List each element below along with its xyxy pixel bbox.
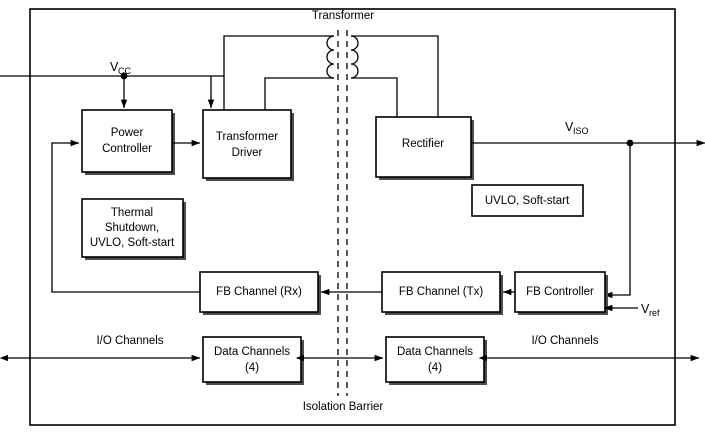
rectifier-label: Rectifier xyxy=(402,138,444,150)
uvlo-soft-start-block[interactable]: UVLO, Soft-start xyxy=(471,184,584,217)
transformer-primary-coils xyxy=(326,35,335,79)
transformer-secondary-coils xyxy=(350,35,359,79)
vcc-label: V CC xyxy=(110,60,131,76)
uvlo-soft-start-box[interactable] xyxy=(471,184,584,217)
thermal-shutdown-label-line3: UVLO, Soft-start xyxy=(90,237,175,249)
power-controller-block[interactable]: Power Controller xyxy=(81,109,175,175)
power-controller-box[interactable] xyxy=(81,109,173,173)
power-controller-label-line1: Power xyxy=(111,127,144,139)
wire-fb-rx-to-power-controller xyxy=(51,139,200,293)
thermal-shutdown-block[interactable]: Thermal Shutdown, UVLO, Soft-start xyxy=(81,198,186,260)
fb-controller-block[interactable]: FB Controller xyxy=(514,271,608,315)
vcc-net xyxy=(0,72,224,109)
transformer-driver-label-line1: Transformer xyxy=(216,131,278,143)
fb-channel-tx-label: FB Channel (Tx) xyxy=(399,286,484,298)
power-controller-label-line2: Controller xyxy=(102,143,152,155)
viso-label-base: V xyxy=(565,120,574,134)
io-channels-left-label: I/O Channels xyxy=(96,335,163,347)
transformer-driver-block[interactable]: Transformer Driver xyxy=(202,109,294,181)
transformer-symbol xyxy=(223,35,439,117)
data-channels-right-box[interactable] xyxy=(385,336,485,383)
transformer-title: Transformer xyxy=(312,10,374,22)
device-outline xyxy=(29,8,676,426)
transformer-driver-label-line2: Driver xyxy=(232,147,263,159)
transformer-secondary-bottom-lead xyxy=(351,77,398,117)
transformer-primary-top-lead xyxy=(223,35,334,110)
data-channels-left-label-line1: Data Channels xyxy=(214,346,290,358)
fb-channel-rx-block[interactable]: FB Channel (Rx) xyxy=(199,271,321,315)
rectifier-block[interactable]: Rectifier xyxy=(375,116,474,180)
fb-controller-box[interactable] xyxy=(514,271,606,313)
data-channels-left-block[interactable]: Data Channels (4) xyxy=(202,336,304,385)
transformer-primary-bottom-lead xyxy=(264,77,334,110)
transformer-secondary-top-lead xyxy=(351,35,439,117)
data-channels-left-label-line2: (4) xyxy=(245,362,259,374)
viso-label-subscript: ISO xyxy=(573,126,589,136)
data-channels-right-label-line2: (4) xyxy=(428,362,442,374)
viso-feedback-tap xyxy=(603,143,631,299)
data-channels-left-box[interactable] xyxy=(202,336,302,383)
viso-label: V ISO xyxy=(565,120,589,136)
thermal-shutdown-box[interactable] xyxy=(81,198,184,258)
vref-label: V ref xyxy=(641,302,660,318)
rectifier-box[interactable] xyxy=(375,116,472,178)
thermal-shutdown-label-line1: Thermal xyxy=(111,207,153,219)
fb-channel-rx-label: FB Channel (Rx) xyxy=(216,286,302,298)
thermal-shutdown-label-line2: Shutdown, xyxy=(105,222,159,234)
uvlo-soft-start-label: UVLO, Soft-start xyxy=(485,195,570,207)
transformer-driver-box[interactable] xyxy=(202,109,292,179)
vcc-label-base: V xyxy=(110,60,119,74)
data-channels-right-label-line1: Data Channels xyxy=(397,346,473,358)
vref-label-subscript: ref xyxy=(649,308,660,318)
io-channels-right-label: I/O Channels xyxy=(531,335,598,347)
fb-channel-rx-box[interactable] xyxy=(199,271,319,313)
viso-net xyxy=(471,139,705,299)
data-channels-right-block[interactable]: Data Channels (4) xyxy=(385,336,487,385)
isolation-barrier xyxy=(337,30,348,396)
fb-controller-label: FB Controller xyxy=(526,286,594,298)
isolation-barrier-label: Isolation Barrier xyxy=(303,401,384,413)
vcc-label-subscript: CC xyxy=(118,66,131,76)
vref-label-base: V xyxy=(641,302,650,316)
fb-channel-tx-block[interactable]: FB Channel (Tx) xyxy=(381,271,503,315)
